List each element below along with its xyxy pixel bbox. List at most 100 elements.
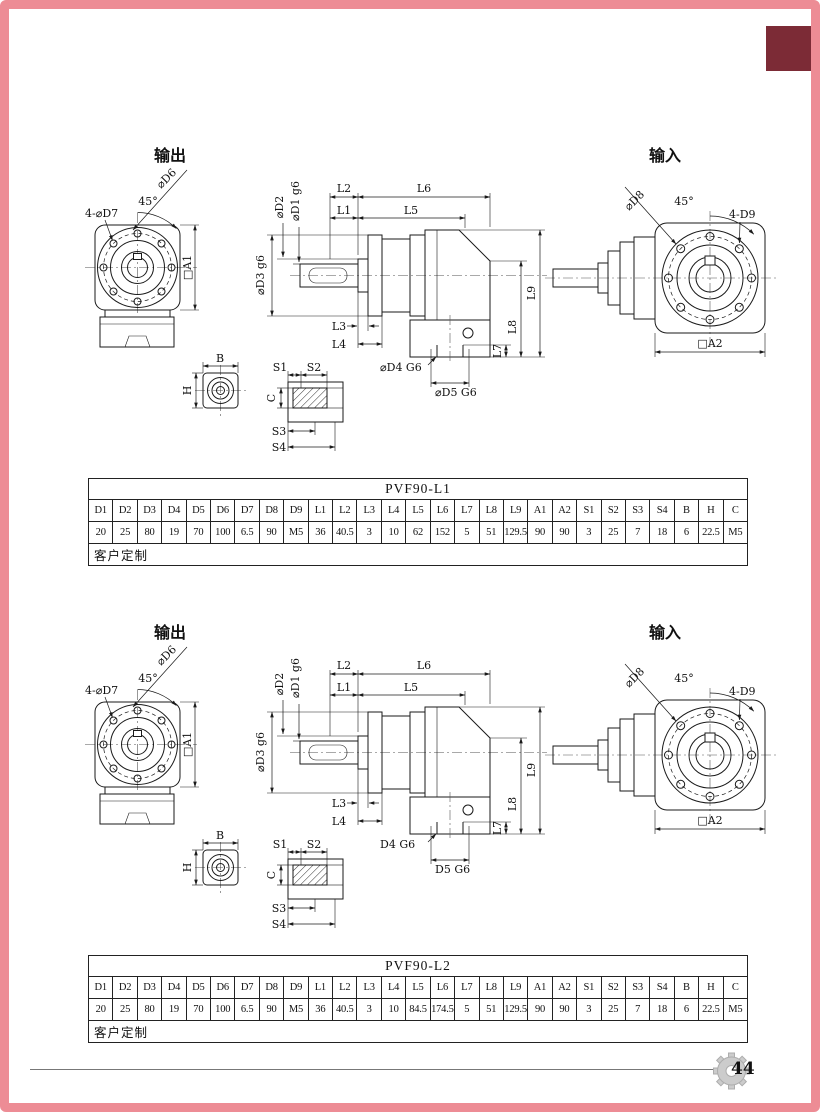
dim-label-h: H [181, 386, 194, 396]
side-section-view [290, 229, 547, 362]
table-value-cell: 5 [454, 521, 480, 544]
table-header-cell: L9 [502, 976, 529, 999]
key-section-dimensions: S1 S2 C S3 S4 [265, 361, 336, 454]
table-value-cell: 6 [673, 998, 700, 1021]
table-value-cell: 3 [356, 521, 382, 544]
dim-label-s1: S1 [273, 838, 288, 851]
table-title: PVF90-L2 [88, 955, 748, 977]
dim-label-s3: S3 [272, 902, 287, 915]
table-value-cell: 90 [258, 521, 285, 544]
input-flange-outline [654, 222, 766, 334]
table-header-cell: D7 [234, 976, 260, 999]
table-value-cell: 10 [380, 998, 407, 1021]
table-value-cell: 19 [161, 521, 187, 544]
table-header-cell: D5 [185, 976, 212, 999]
table-header-cell: D4 [161, 976, 187, 999]
table-header-cell: H [698, 499, 724, 522]
output-label: 输出 [154, 146, 186, 165]
table-value-cell: 40.5 [332, 521, 358, 544]
input-face-dimensions: ⌀D8 45° 4-D9 □A2 [622, 186, 766, 357]
drawing-area: 输出 输入 ⌀D6 45° 4-⌀D7 □A1 [85, 612, 777, 942]
dim-label-l4: L4 [332, 815, 346, 828]
dim-label-l9: L9 [525, 286, 538, 300]
dim-label-d8: ⌀D8 [622, 665, 647, 690]
output-keyway-slot [133, 730, 142, 737]
dim-label-d1: ⌀D1 g6 [289, 181, 302, 221]
table-note-row: 客户定制 [88, 543, 748, 566]
key-section-view [287, 858, 344, 900]
table-value-cell: 20 [87, 521, 114, 544]
gear-icon [713, 1052, 750, 1090]
table-value-cell: 7 [624, 521, 651, 544]
table-value-cell: 40.5 [332, 998, 358, 1021]
table-header-cell: D6 [210, 976, 236, 999]
table-header-cell: L9 [502, 499, 529, 522]
table-value-cell: 18 [649, 998, 675, 1021]
table-header-cell: L8 [478, 976, 504, 999]
table-value-cell: 10 [380, 521, 407, 544]
dim-label-s1: S1 [273, 361, 288, 374]
dim-label-l4: L4 [332, 338, 346, 351]
table-header-cell: L5 [405, 976, 431, 999]
table-value-cell: 90 [527, 521, 553, 544]
footer-rule [30, 1069, 747, 1070]
dim-label-s4: S4 [272, 441, 287, 454]
dim-label-a2: □A2 [697, 814, 722, 827]
dim-label-l7: L7 [491, 344, 504, 358]
technical-drawing: 输出 输入 ⌀D6 45° 4-⌀D7 □A1 [85, 146, 777, 454]
table-value-cell: 51 [478, 521, 504, 544]
dim-label-d5: ⌀D5 G6 [435, 386, 477, 399]
table-value-cell: 100 [210, 521, 236, 544]
table-value-cell: 6.5 [234, 998, 260, 1021]
dim-label-d7: 4-⌀D7 [85, 684, 118, 697]
technical-drawing: 输出 输入 ⌀D6 45° 4-⌀D7 □A1 [85, 623, 777, 931]
dim-label-s4: S4 [272, 918, 287, 931]
table-header-cell: L4 [380, 499, 407, 522]
table-header-cell: L6 [429, 976, 456, 999]
table-value-cell: 129.5 [502, 998, 529, 1021]
table-header-cell: C [722, 499, 749, 522]
table-header-cell: B [673, 499, 700, 522]
table-value-cell: 25 [600, 521, 626, 544]
table-header-cell: D8 [258, 976, 285, 999]
dim-label-d6: ⌀D6 [154, 166, 179, 191]
output-base [99, 793, 175, 825]
table-value-cell: 6.5 [234, 521, 260, 544]
table-header-cell: L6 [429, 499, 456, 522]
input-keyway-slot [704, 255, 716, 266]
dim-label-s2: S2 [307, 838, 322, 851]
table-header-cell: D4 [161, 499, 187, 522]
dim-label-l5: L5 [404, 204, 418, 217]
table-header-cell: D1 [87, 499, 114, 522]
dim-label-l5: L5 [404, 681, 418, 694]
table-header-cell: L8 [478, 499, 504, 522]
table-value-cell: M5 [722, 998, 749, 1021]
table-header-cell: S3 [624, 976, 651, 999]
table-title: PVF90-L1 [88, 478, 748, 500]
table-header-cell: B [673, 976, 700, 999]
dim-label-l2: L2 [337, 182, 351, 195]
table-header-cell: C [722, 976, 749, 999]
table-header-cell: S2 [600, 499, 626, 522]
dim-label-angle-input: 45° [674, 195, 694, 208]
dim-label-l9: L9 [525, 763, 538, 777]
table-header-cell: L7 [454, 499, 480, 522]
bolt-circle [103, 710, 172, 779]
table-value-cell: 90 [551, 521, 578, 544]
table-header-cell: L2 [332, 976, 358, 999]
key-section-dimensions: S1 S2 C S3 S4 [265, 838, 336, 931]
shaft-keyway [308, 267, 348, 284]
table-header-cell: S2 [600, 976, 626, 999]
page-number: 44 [731, 1059, 755, 1079]
dim-label-angle-output: 45° [138, 195, 158, 208]
dim-label-l7: L7 [491, 821, 504, 835]
table-value-cell: 20 [87, 998, 114, 1021]
table-header-cell: D9 [283, 499, 309, 522]
dim-label-d5: D5 G6 [435, 863, 470, 876]
table-header-cell: H [698, 976, 724, 999]
table-value-cell: 84.5 [405, 998, 431, 1021]
dim-label-d4: ⌀D4 G6 [380, 361, 422, 374]
